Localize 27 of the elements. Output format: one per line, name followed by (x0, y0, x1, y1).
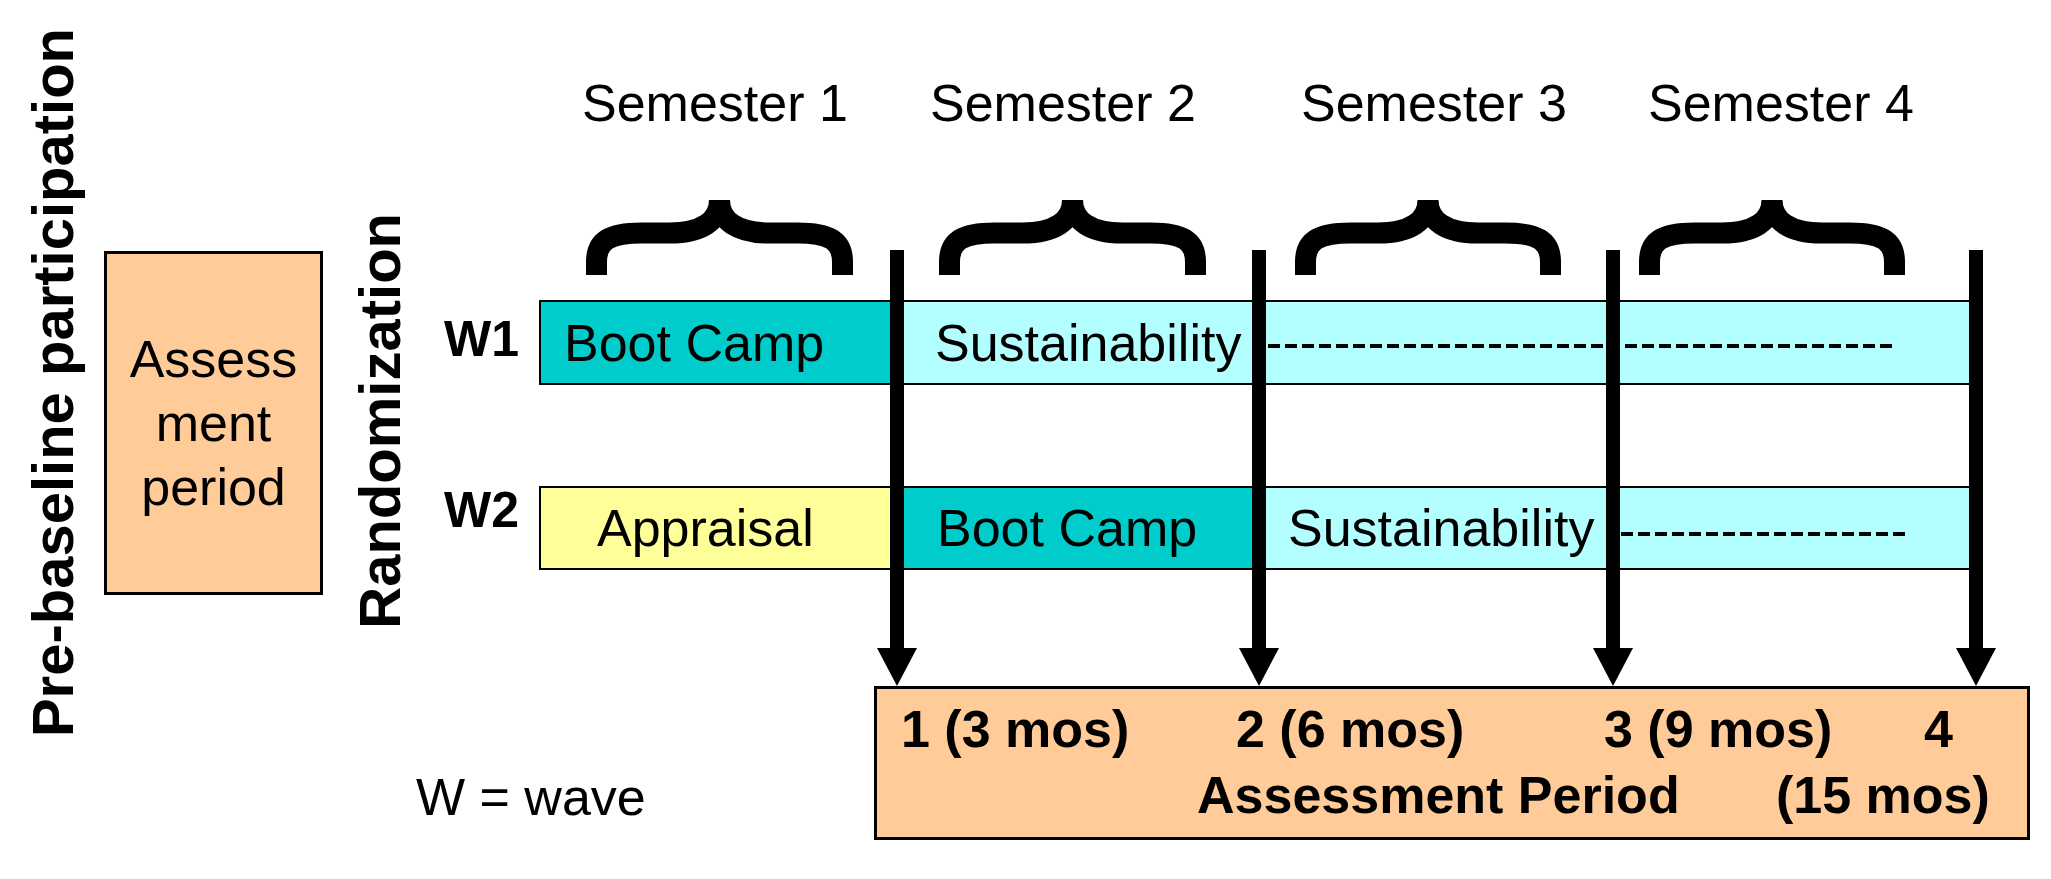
period-text: Assess ment period (128, 329, 299, 518)
wave-label: W2 (444, 481, 519, 540)
timepoint-label: 3 (9 mos) (1604, 699, 1833, 760)
timepoint-label: 2 (6 mos) (1236, 699, 1465, 760)
arrow (877, 250, 917, 686)
semester-label: Semester 4 (1648, 73, 1914, 133)
vertical-heading: Randomization (347, 213, 413, 629)
arrow (1956, 250, 1996, 686)
timepoint-label: 1 (3 mos) (901, 699, 1130, 760)
semester-label: Semester 1 (582, 73, 848, 133)
phase-label: Boot Camp (564, 312, 825, 373)
arrow (1593, 250, 1633, 686)
period-box (104, 251, 323, 595)
timepoint-label: 4 (1924, 699, 1953, 760)
phase-label: Sustainability (1288, 498, 1595, 558)
timepoint-label: (15 mos) (1776, 765, 1990, 826)
phase-label: Boot Camp (937, 498, 1198, 558)
arrow (1239, 250, 1279, 686)
semester-label: Semester 2 (930, 73, 1196, 133)
phase-label: Appraisal (597, 498, 814, 558)
phase-label: Sustainability (935, 312, 1242, 373)
wave-label: W1 (444, 310, 519, 369)
assessment-box (874, 686, 2030, 840)
assessment-title: Assessment Period (1197, 765, 1680, 826)
vertical-heading: Pre-baseline participation (20, 28, 86, 738)
semester-label: Semester 3 (1301, 73, 1567, 133)
legend-note: W = wave (416, 767, 646, 827)
